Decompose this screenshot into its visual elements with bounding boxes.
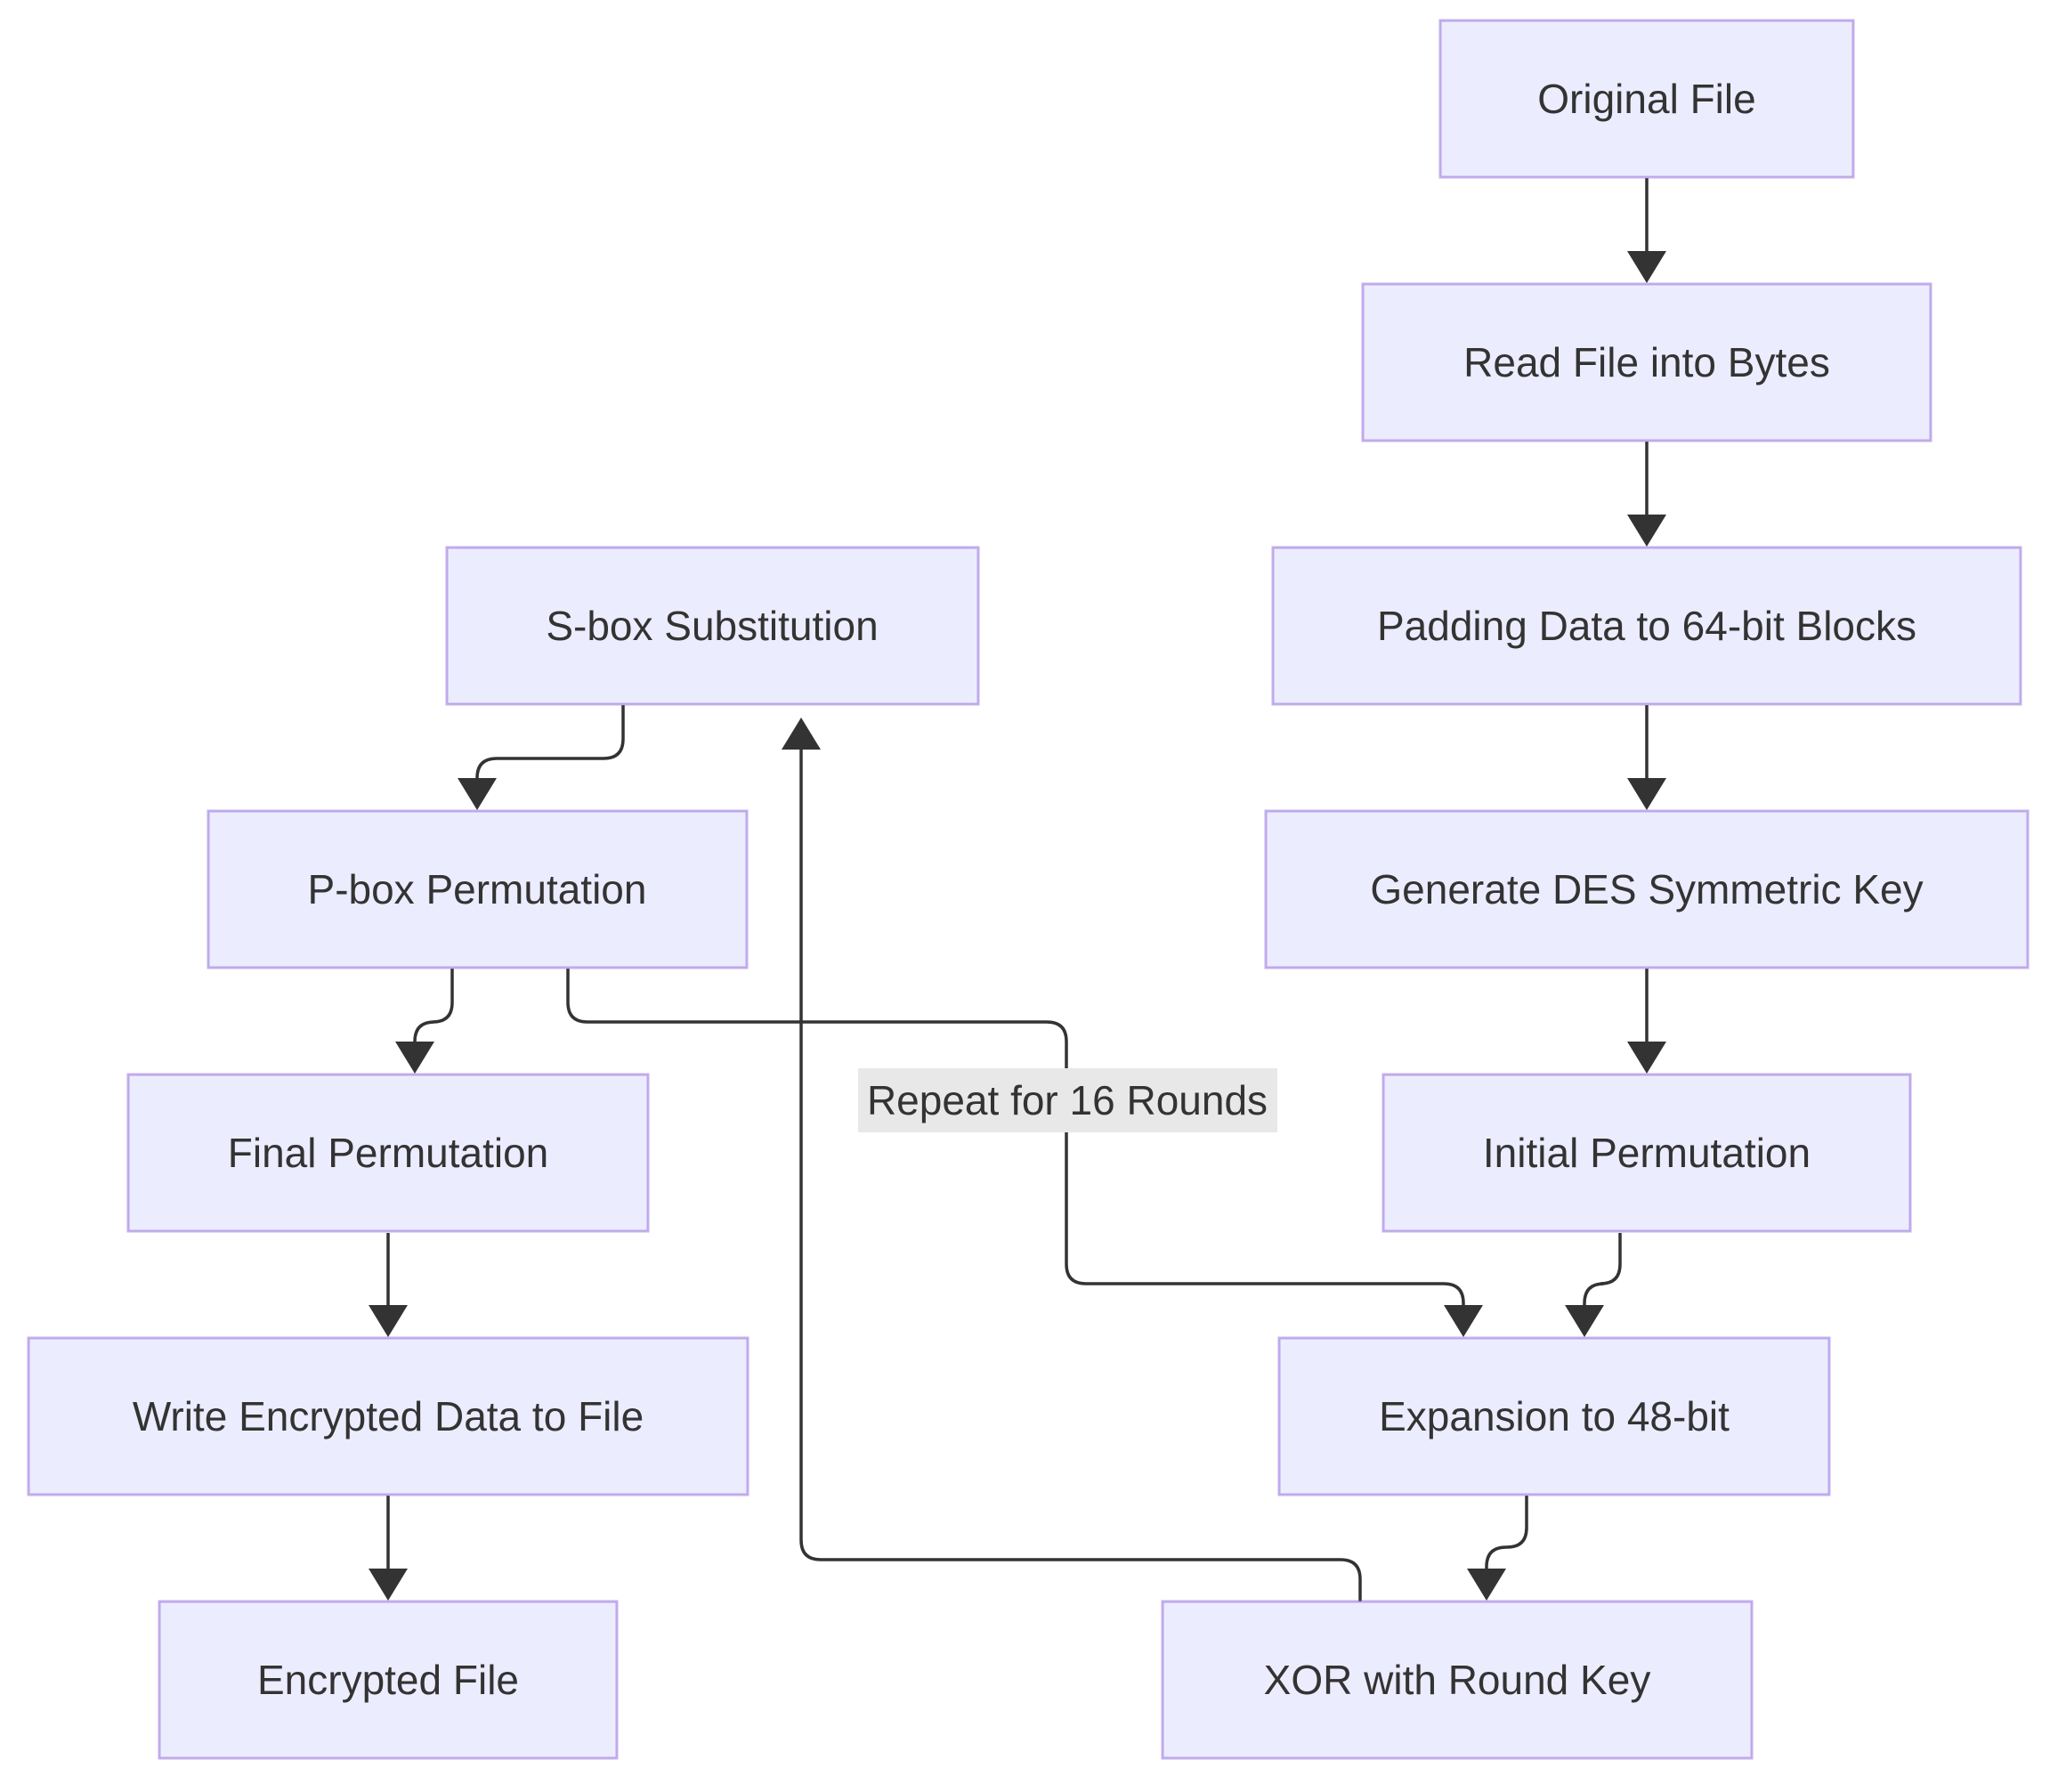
nodes: Original File Read File into Bytes Paddi… [27, 19, 2030, 1760]
arrowhead-expansion-to-xor [1467, 1569, 1506, 1601]
node-expansion[interactable]: Expansion to 48-bit [1277, 1336, 1831, 1496]
arrowhead-read-to-padding [1627, 515, 1666, 547]
node-write-encrypted[interactable]: Write Encrypted Data to File [27, 1336, 749, 1496]
node-write-encrypted-label: Write Encrypted Data to File [133, 1393, 644, 1439]
edge-pbox-to-final [413, 969, 454, 1042]
edge-pbox-to-expansion-repeat [566, 969, 1465, 1305]
node-expansion-label: Expansion to 48-bit [1379, 1393, 1730, 1439]
arrowhead-key-to-initial [1627, 1042, 1666, 1074]
node-xor-round-key-label: XOR with Round Key [1264, 1657, 1651, 1703]
node-generate-key-label: Generate DES Symmetric Key [1370, 866, 1923, 912]
edge-xor-to-sbox [799, 750, 1362, 1613]
node-sbox[interactable]: S-box Substitution [445, 546, 980, 706]
node-generate-key[interactable]: Generate DES Symmetric Key [1264, 809, 2030, 969]
node-original-file[interactable]: Original File [1438, 19, 1855, 179]
node-read-file-label: Read File into Bytes [1463, 339, 1830, 385]
arrowhead-initial-to-expansion [1565, 1305, 1604, 1337]
arrowhead-pbox-to-expansion [1444, 1305, 1483, 1337]
node-padding-label: Padding Data to 64-bit Blocks [1377, 603, 1916, 649]
edges [369, 178, 1666, 1613]
node-original-file-label: Original File [1537, 76, 1755, 122]
node-encrypted-file-label: Encrypted File [257, 1657, 519, 1703]
arrowhead-sbox-to-pbox [458, 778, 497, 810]
arrowhead-final-to-write [369, 1305, 408, 1337]
edge-sbox-to-pbox [475, 705, 625, 779]
node-encrypted-file[interactable]: Encrypted File [158, 1600, 619, 1760]
edge-label-repeat-text: Repeat for 16 Rounds [867, 1077, 1268, 1123]
node-pbox-label: P-box Permutation [308, 866, 647, 912]
arrowhead-pbox-to-final [395, 1042, 434, 1074]
edge-expansion-to-xor [1485, 1496, 1528, 1569]
node-sbox-label: S-box Substitution [546, 603, 878, 649]
node-padding[interactable]: Padding Data to 64-bit Blocks [1271, 546, 2022, 706]
node-final-permutation[interactable]: Final Permutation [126, 1073, 650, 1233]
arrowhead-xor-to-sbox [782, 718, 821, 750]
edge-initial-to-expansion [1583, 1233, 1622, 1305]
node-final-permutation-label: Final Permutation [228, 1130, 549, 1176]
node-initial-permutation-label: Initial Permutation [1483, 1130, 1811, 1176]
node-pbox[interactable]: P-box Permutation [207, 809, 749, 969]
arrowhead-write-to-encrypted [369, 1569, 408, 1601]
arrowhead-padding-to-key [1627, 778, 1666, 810]
arrowhead-original-to-read [1627, 251, 1666, 283]
edge-label-repeat: Repeat for 16 Rounds [858, 1068, 1277, 1132]
node-xor-round-key[interactable]: XOR with Round Key [1161, 1600, 1754, 1760]
node-initial-permutation[interactable]: Initial Permutation [1381, 1073, 1912, 1233]
node-read-file[interactable]: Read File into Bytes [1361, 282, 1932, 442]
